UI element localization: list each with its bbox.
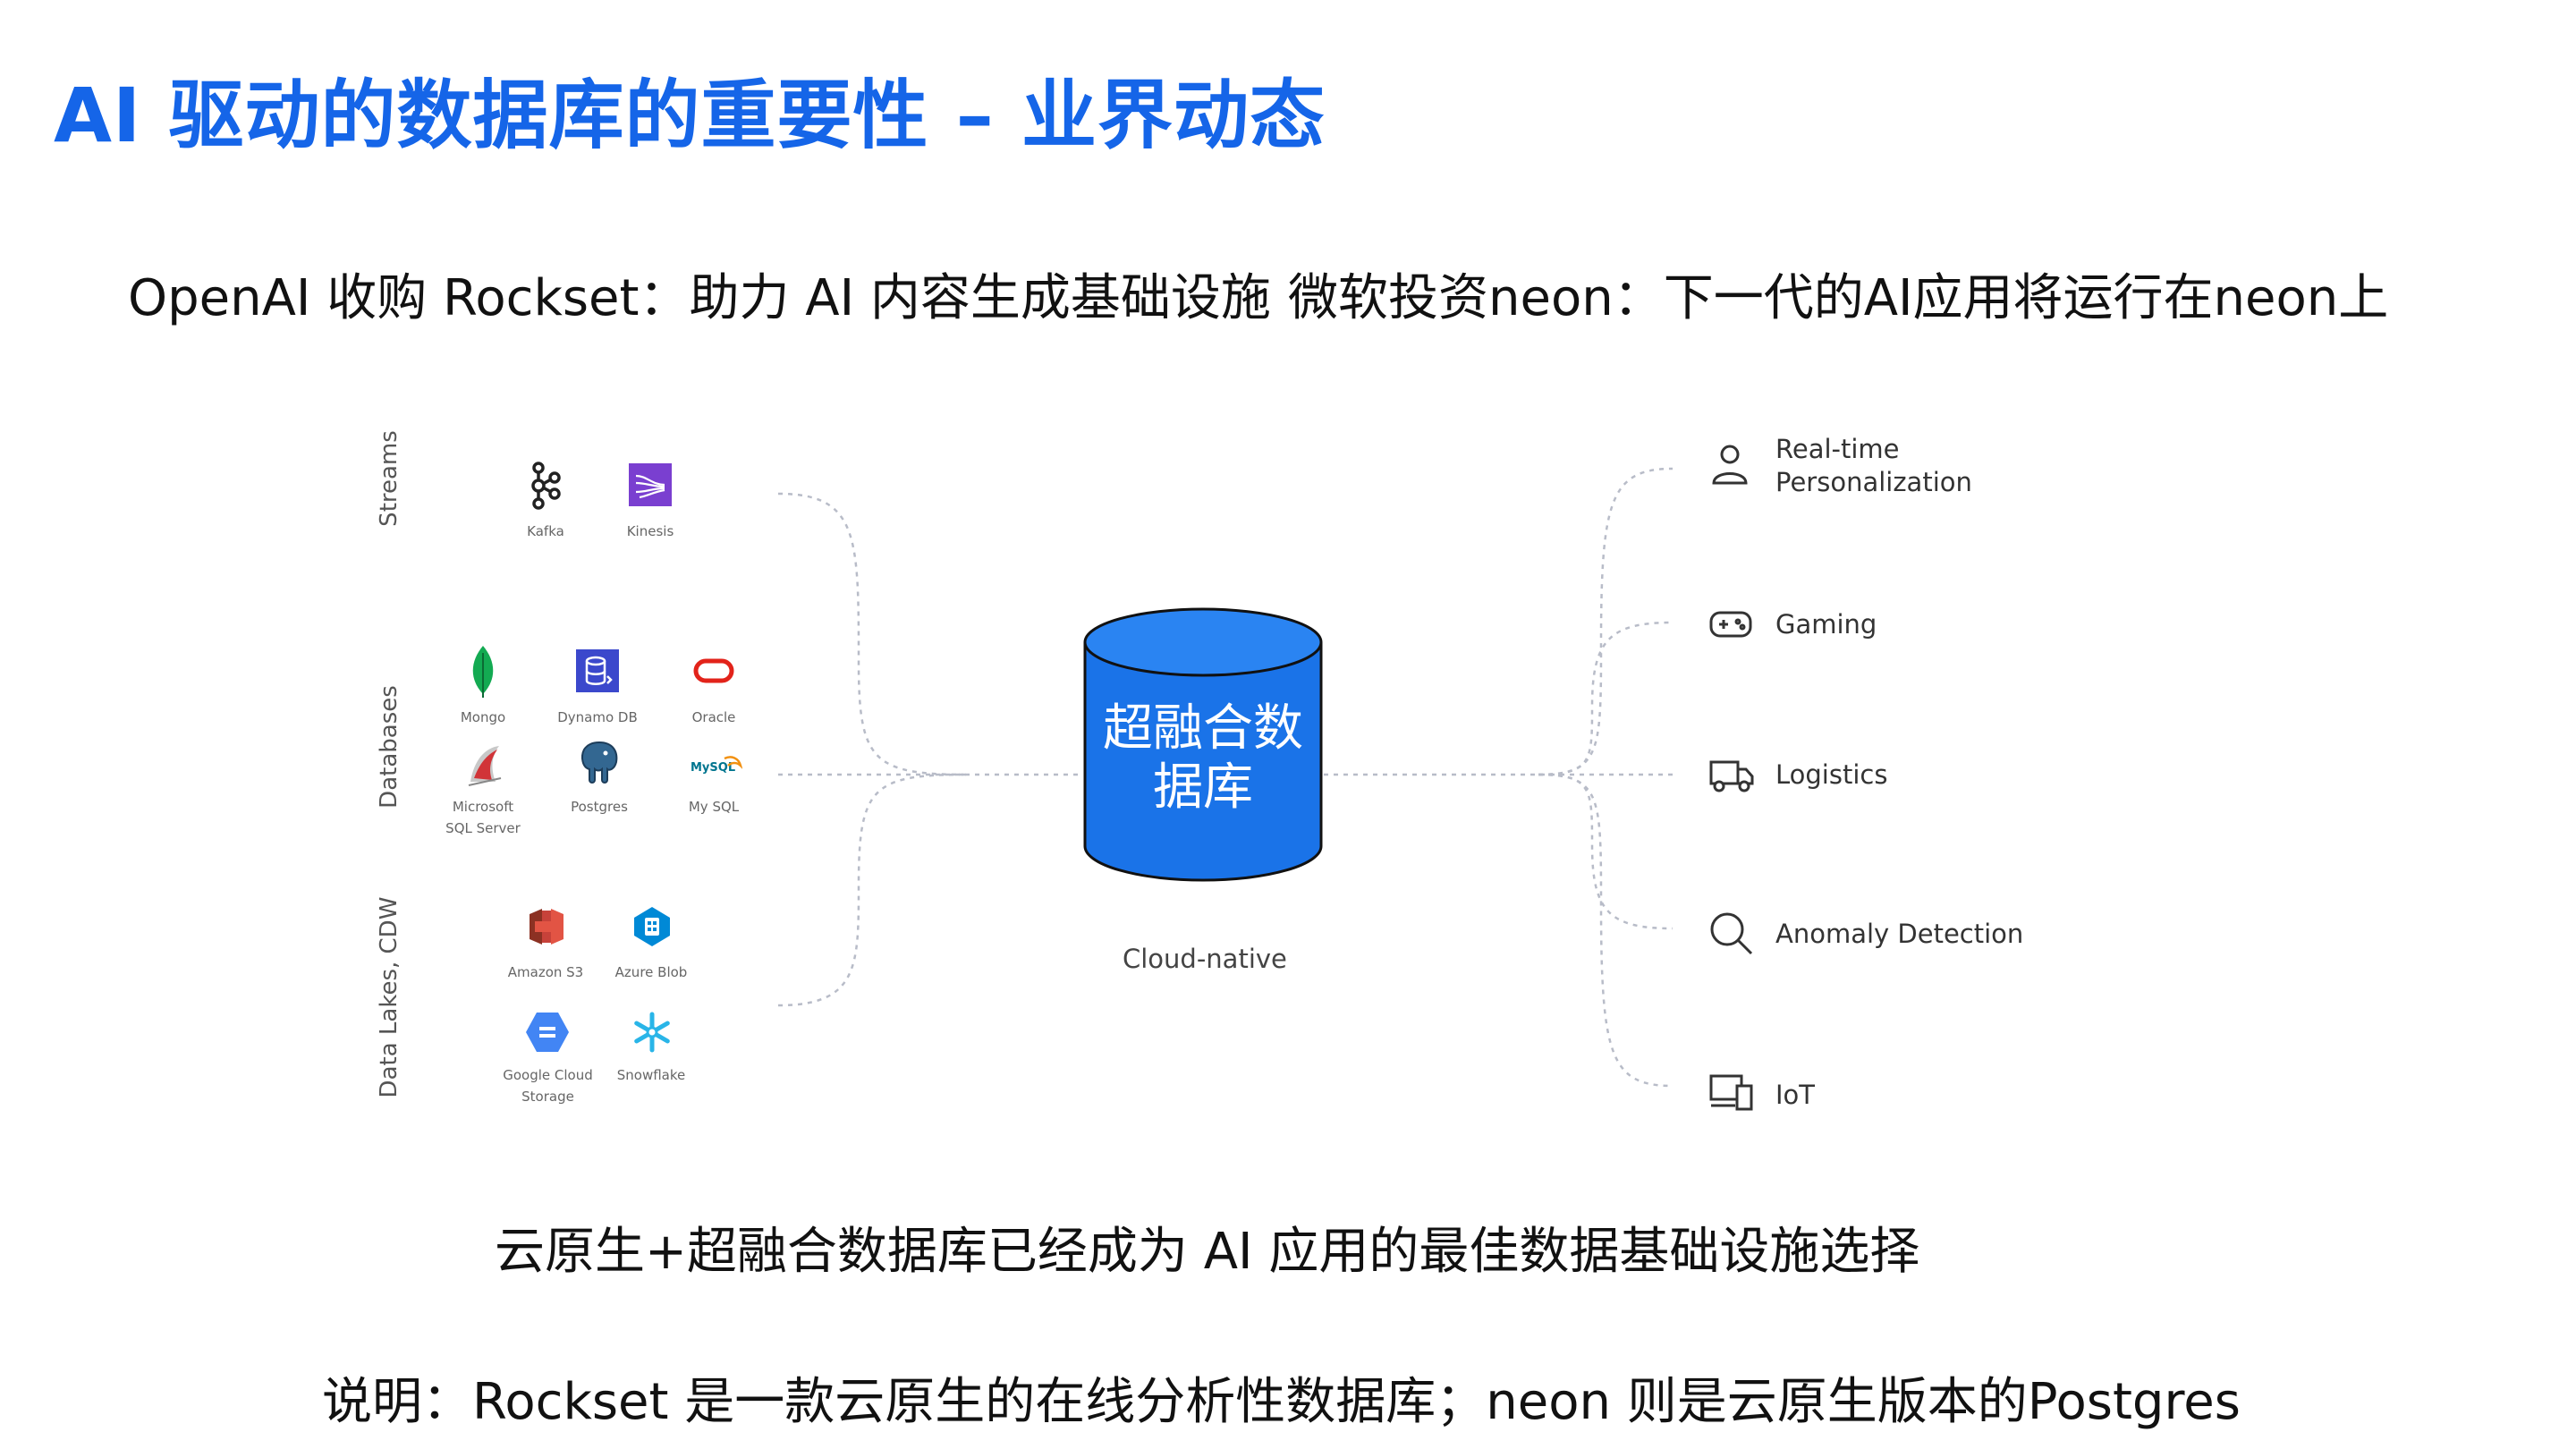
search-icon <box>1708 911 1755 961</box>
mysql-logo: MySQL <box>689 751 743 782</box>
s3-label: Amazon S3 <box>507 964 584 980</box>
center-database-label: 超融合数 据库 <box>1103 699 1303 817</box>
mongo-logo <box>468 644 498 701</box>
category-streams: Streams <box>376 430 402 527</box>
google-cloud-storage-icon <box>526 1013 569 1052</box>
kinesis-logo <box>629 463 672 510</box>
sql-server-icon <box>468 746 502 786</box>
snowflake-icon <box>634 1012 670 1053</box>
kinesis-icon <box>629 463 672 506</box>
mssql-logo <box>465 742 504 791</box>
use-case-iot: IoT <box>1775 1080 1816 1110</box>
use-case-realtime-personalization: Real-time Personalization <box>1775 434 1972 497</box>
category-data-lakes: Data Lakes, CDW <box>376 896 402 1098</box>
mysql-logo-text: MySQL <box>691 761 735 775</box>
footnote-text: 说明：Rockset 是一款云原生的在线分析性数据库；neon 则是云原生版本的… <box>322 1373 2241 1431</box>
mongo-leaf-icon <box>472 646 494 698</box>
page-title: AI 驱动的数据库的重要性 – 业界动态 <box>54 72 1326 159</box>
oracle-logo <box>693 658 734 687</box>
gcs-logo <box>524 1011 571 1057</box>
snowflake-label: Snowflake <box>616 1067 686 1083</box>
database-cylinder-icon <box>1083 607 1323 882</box>
use-case-gaming: Gaming <box>1775 609 1877 640</box>
dynamo-label: Dynamo DB <box>557 709 638 725</box>
kafka-logo <box>528 461 564 514</box>
headline-microsoft-neon: 微软投资neon：下一代的AI应用将运行在neon上 <box>1288 269 2389 327</box>
oracle-label: Oracle <box>691 709 736 725</box>
azure-logo <box>631 905 674 952</box>
mysql-dolphin-icon: MySQL <box>691 756 743 775</box>
hyperconverged-database-cylinder: 超融合数 据库 <box>1082 606 1324 882</box>
category-databases: Databases <box>376 685 402 809</box>
azure-label: Azure Blob <box>614 964 688 980</box>
s3-logo <box>526 905 567 952</box>
use-case-logistics: Logistics <box>1775 759 1888 790</box>
conclusion-text: 云原生+超融合数据库已经成为 AI 应用的最佳数据基础设施选择 <box>495 1223 1920 1281</box>
person-icon <box>1710 442 1750 490</box>
headline-openai-rockset: OpenAI 收购 Rockset：助力 AI 内容生成基础设施 <box>128 269 1271 327</box>
kafka-icon <box>531 462 561 510</box>
postgres-logo <box>577 739 622 789</box>
kinesis-label: Kinesis <box>626 523 674 539</box>
use-case-anomaly-detection: Anomaly Detection <box>1775 919 2024 949</box>
mysql-label: My SQL <box>688 799 740 815</box>
cloud-native-caption: Cloud-native <box>1123 944 1287 974</box>
kafka-label: Kafka <box>527 523 564 539</box>
snowflake-logo <box>631 1011 674 1057</box>
mssql-label: Microsoft SQL Server <box>445 799 521 836</box>
devices-icon <box>1708 1073 1755 1116</box>
mongo-label: Mongo <box>460 709 506 725</box>
postgres-elephant-icon <box>581 741 618 784</box>
gamepad-icon <box>1708 608 1753 644</box>
amazon-s3-icon <box>530 909 564 945</box>
dynamodb-icon <box>576 649 619 692</box>
gcs-label: Google Cloud Storage <box>503 1067 593 1105</box>
azure-blob-icon <box>634 907 670 946</box>
oracle-icon <box>693 658 734 683</box>
truck-icon <box>1708 757 1755 798</box>
dynamo-logo <box>576 649 619 696</box>
postgres-label: Postgres <box>571 799 628 815</box>
